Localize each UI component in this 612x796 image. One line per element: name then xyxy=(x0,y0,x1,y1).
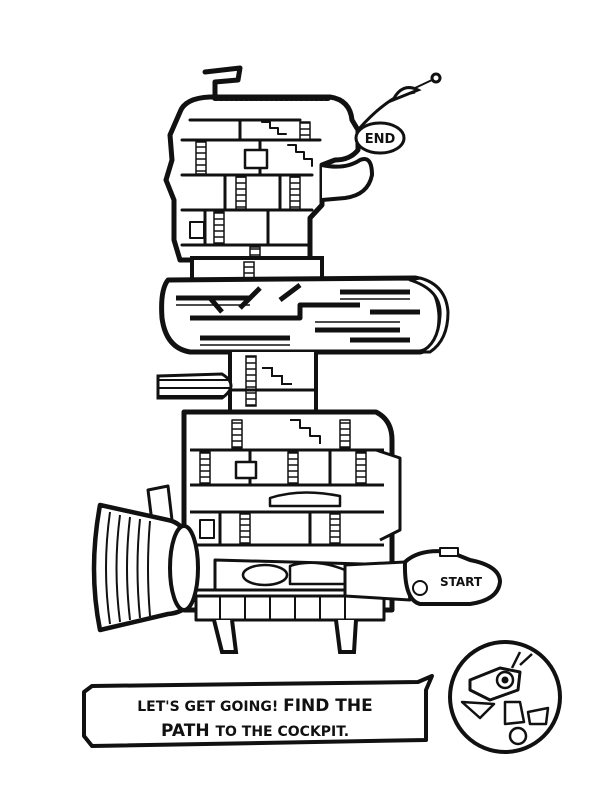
robot-mascot-icon xyxy=(448,640,562,754)
landing-legs xyxy=(212,619,358,654)
side-fin xyxy=(156,372,233,400)
caption-banner: LET'S GET GOING! FIND THE PATH TO THE CO… xyxy=(82,674,434,748)
top-module xyxy=(163,65,374,263)
connector-lower xyxy=(228,352,318,414)
caption-line-1: LET'S GET GOING! FIND THE xyxy=(137,696,372,716)
start-label: START xyxy=(440,575,483,589)
caption-line-2: PATH TO THE COCKPIT. xyxy=(161,721,349,741)
connector-upper xyxy=(190,256,324,282)
end-marker: END xyxy=(354,121,406,155)
end-label: END xyxy=(365,132,396,147)
antenna-icon xyxy=(356,72,442,131)
rocket-engine-icon xyxy=(91,484,200,633)
lower-module xyxy=(181,409,402,622)
middle-disc-module xyxy=(159,275,450,355)
start-capsule: START xyxy=(343,547,502,606)
